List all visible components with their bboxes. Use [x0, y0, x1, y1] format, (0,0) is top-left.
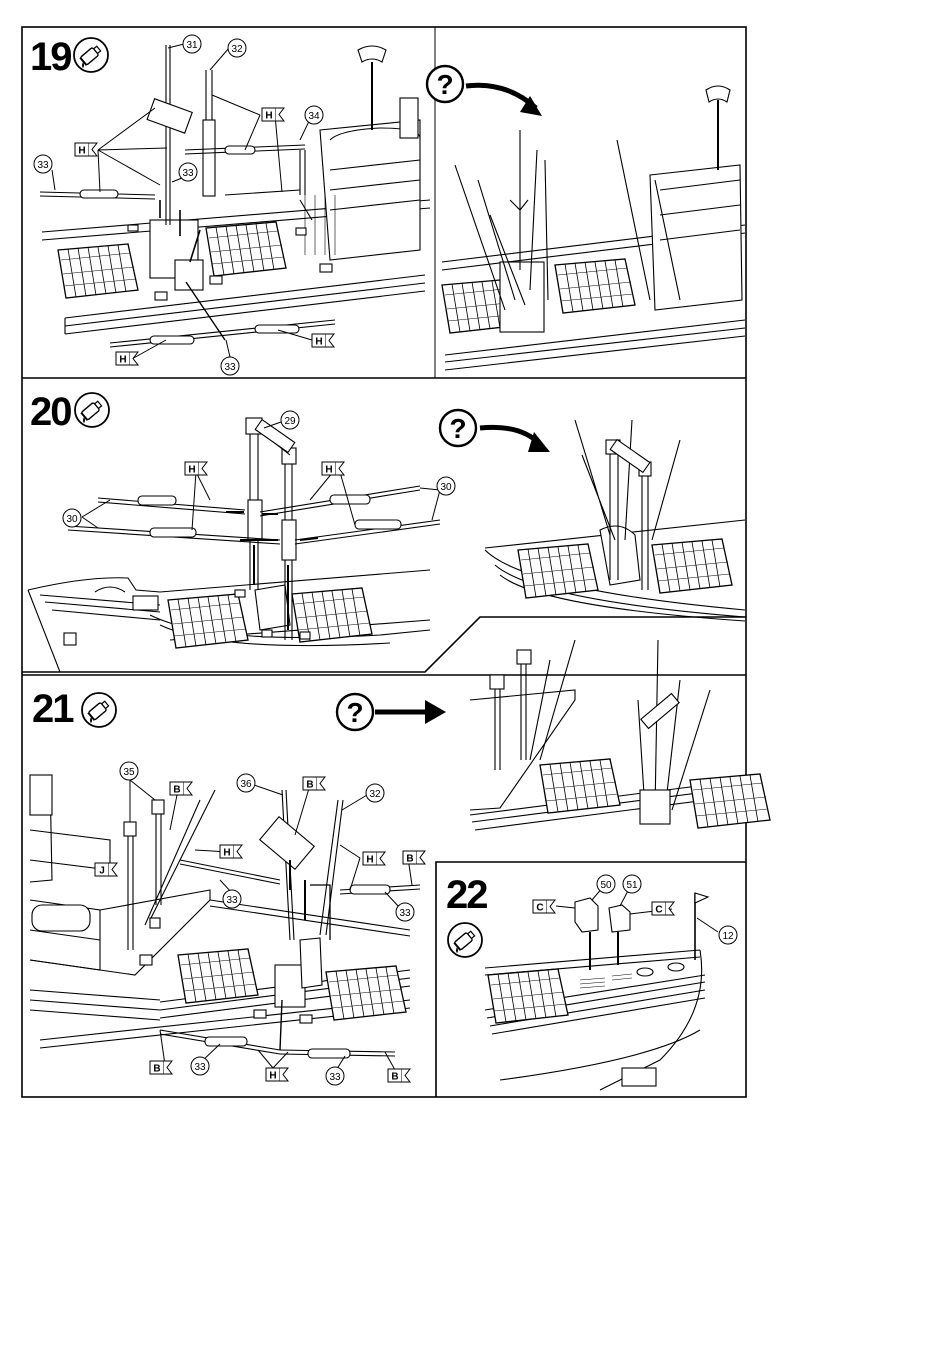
- part-callout: 50: [600, 880, 612, 891]
- decal-flag-label: H: [315, 337, 322, 348]
- part-callout: 33: [182, 168, 194, 179]
- decal-flag-label: H: [325, 465, 332, 476]
- part-callout: 30: [66, 514, 78, 525]
- question-mark-icon: ?: [346, 697, 363, 728]
- glue-tube-icon: [82, 693, 116, 727]
- part-callout: 35: [123, 767, 135, 778]
- step-number: 20: [30, 390, 71, 434]
- part-callout: 36: [240, 779, 252, 790]
- part-callout: 32: [369, 789, 381, 800]
- step-21: 21 ?: [30, 687, 446, 1085]
- part-callout: 33: [329, 1072, 341, 1083]
- decal-flag-label: H: [119, 355, 126, 366]
- glue-tube-icon: [75, 393, 109, 427]
- decal-flag-label: B: [173, 785, 180, 796]
- decal-flag-label: B: [391, 1072, 398, 1083]
- question-mark-icon: ?: [436, 69, 453, 100]
- step-number: 22: [446, 873, 487, 917]
- part-callout: 31: [186, 40, 198, 51]
- decal-flag-label: H: [78, 146, 85, 157]
- part-callout: 33: [224, 362, 236, 373]
- decal-flag-label: H: [366, 855, 373, 866]
- glue-tube-icon: [74, 38, 108, 72]
- decal-flag-label: B: [306, 780, 313, 791]
- decal-flag-label: H: [265, 111, 272, 122]
- step-20-assembly-drawing: [28, 418, 440, 672]
- part-callout: 12: [722, 931, 734, 942]
- part-callout: 30: [440, 482, 452, 493]
- step-19-callouts: [52, 44, 312, 360]
- part-callout: 33: [37, 160, 49, 171]
- decal-flag-label: C: [655, 905, 662, 916]
- decal-flag-label: J: [99, 866, 105, 877]
- step-22-flags: C C: [533, 900, 674, 916]
- decal-flag-label: B: [153, 1064, 160, 1075]
- step-19-preview: ?: [427, 66, 745, 370]
- step-20: 20: [28, 390, 770, 830]
- part-callout: 51: [626, 880, 638, 891]
- step-20-preview: ?: [440, 410, 745, 621]
- step-number: 19: [30, 35, 71, 79]
- decal-flag-label: H: [269, 1071, 276, 1082]
- part-callout: 34: [308, 111, 320, 122]
- question-mark-icon: ?: [449, 413, 466, 444]
- step-22: 22: [446, 873, 737, 1090]
- decal-flag-label: C: [536, 903, 543, 914]
- decal-flag-label: B: [406, 854, 413, 865]
- part-callout: 33: [194, 1062, 206, 1073]
- part-callout: 33: [226, 895, 238, 906]
- step-19-assembly-drawing: [40, 45, 430, 347]
- part-callout: 32: [231, 44, 243, 55]
- step-22-assembly-drawing: [485, 893, 708, 1090]
- step-21-callouts: [130, 780, 412, 1072]
- step-21-assembly-drawing: [30, 775, 420, 1058]
- step-21-preview-pointer: ?: [337, 694, 446, 730]
- part-callout: 33: [399, 908, 411, 919]
- step-20-flags: H H: [185, 462, 344, 476]
- step-number: 21: [32, 687, 74, 731]
- step-21-preview: [470, 640, 770, 830]
- step-19: 19: [30, 35, 745, 375]
- glue-tube-icon: [448, 923, 482, 957]
- decal-flag-label: H: [188, 465, 195, 476]
- part-callout: 29: [284, 416, 296, 427]
- decal-flag-label: H: [223, 848, 230, 859]
